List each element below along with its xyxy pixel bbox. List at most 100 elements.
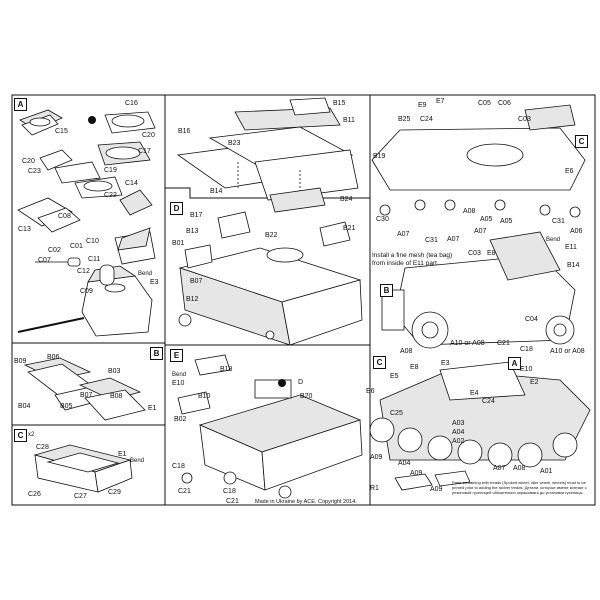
part-label: B22 xyxy=(265,232,278,239)
mesh-install-note: Install a fine mesh (tea bag) from insid… xyxy=(372,252,453,267)
part-label: A04 xyxy=(452,429,465,436)
part-label: A07 xyxy=(447,236,460,243)
copyright-footer: Made in Ukraine by ACE. Copyright 2014. xyxy=(255,499,357,505)
part-label: A09 xyxy=(370,454,383,461)
bend-note: Bend xyxy=(546,237,561,243)
part-label: A03 xyxy=(452,420,465,427)
part-label: A01 xyxy=(540,468,553,475)
part-label: C19 xyxy=(104,167,117,174)
part-label: B11 xyxy=(343,117,355,124)
part-label: E9 xyxy=(418,102,427,109)
part-label: C05 xyxy=(478,100,491,107)
panel-letter-e: E xyxy=(170,349,183,362)
part-label: B14 xyxy=(567,262,580,269)
part-label: B12 xyxy=(186,296,199,303)
part-label: C07 xyxy=(38,257,51,264)
part-label: B03 xyxy=(108,368,121,375)
part-label: E5 xyxy=(390,373,399,380)
part-label: C03 xyxy=(518,116,531,123)
part-label: R1 xyxy=(370,485,379,492)
part-label: E11 xyxy=(565,244,577,251)
part-label: B01 xyxy=(172,240,185,247)
callout-b: B xyxy=(380,284,393,297)
part-label: C11 xyxy=(88,256,101,263)
part-label: C18 xyxy=(520,346,533,353)
part-label: A10 or A08 xyxy=(550,348,585,355)
part-label: A08 xyxy=(463,208,476,215)
part-label: B23 xyxy=(228,140,241,147)
part-label: A06 xyxy=(570,228,583,235)
part-label: C10 xyxy=(86,238,99,245)
part-label: C29 xyxy=(108,489,121,496)
callout-markers xyxy=(88,116,286,387)
part-label: C20 xyxy=(22,158,35,165)
part-label: A02 xyxy=(452,438,465,445)
part-label: C24 xyxy=(482,398,495,405)
part-label: C21 xyxy=(178,488,191,495)
part-label: C01 xyxy=(70,243,83,250)
part-label: A08 xyxy=(513,465,526,472)
bend-note: Bend xyxy=(130,458,145,464)
marker-e1 xyxy=(278,379,286,387)
part-label: C24 xyxy=(420,116,433,123)
part-label: B21 xyxy=(343,225,356,232)
part-label: C14 xyxy=(125,180,138,187)
part-label: C15 xyxy=(55,128,68,135)
part-label: C12 xyxy=(77,268,90,275)
part-label: B17 xyxy=(190,212,203,219)
panel-letter-a: A xyxy=(14,98,27,111)
part-label: B10 xyxy=(198,393,211,400)
part-label: C21 xyxy=(497,340,510,347)
sheet-frame xyxy=(11,94,596,506)
part-label: C20 xyxy=(142,132,155,139)
part-label: B05 xyxy=(60,403,73,410)
right-top-drawing xyxy=(371,104,586,218)
part-label: B15 xyxy=(333,100,346,107)
part-label: B08 xyxy=(110,393,123,400)
part-label: C26 xyxy=(28,491,41,498)
part-label: B02 xyxy=(174,416,187,423)
panel-d-drawing xyxy=(178,211,363,346)
part-label: C28 xyxy=(36,444,49,451)
part-label: B09 xyxy=(14,358,27,365)
part-label: B18 xyxy=(220,366,233,373)
part-label: C13 xyxy=(18,226,31,233)
part-label: E10 xyxy=(520,366,533,373)
part-label: C18 xyxy=(172,463,185,470)
callout-a: A xyxy=(508,357,521,370)
part-label: E1 xyxy=(148,405,157,412)
panel-e-drawing xyxy=(177,354,363,499)
panel-c-drawing xyxy=(33,444,133,493)
part-label: C30 xyxy=(376,216,389,223)
part-label: A07 xyxy=(493,465,506,472)
part-label: E10 xyxy=(172,380,185,387)
part-label: C31 xyxy=(425,237,438,244)
part-label: B19 xyxy=(373,153,386,160)
callout-d: D xyxy=(298,379,304,386)
part-label: C03 xyxy=(468,250,481,257)
part-label: B20 xyxy=(300,393,313,400)
part-label: B14 xyxy=(210,188,223,195)
right-bottom-drawing xyxy=(369,231,591,491)
part-label: B16 xyxy=(178,128,191,135)
part-label: B06 xyxy=(47,354,60,361)
center-top-drawing xyxy=(176,97,359,213)
part-label: C16 xyxy=(125,100,138,107)
part-label: E7 xyxy=(436,98,445,105)
part-label: C04 xyxy=(525,316,538,323)
part-label: C27 xyxy=(74,493,87,500)
part-label: A05 xyxy=(480,216,493,223)
part-label: E8 xyxy=(487,250,496,257)
panel-b-drawing xyxy=(23,357,146,421)
bend-note: Bend xyxy=(138,271,153,277)
part-label: A07 xyxy=(474,228,487,235)
panel-letter-b: B xyxy=(150,347,163,360)
part-label: E6 xyxy=(366,388,375,395)
part-label: B25 xyxy=(398,116,411,123)
callout-c: C xyxy=(373,356,386,369)
callout-c-top: C xyxy=(575,135,588,148)
part-label: B04 xyxy=(18,403,31,410)
part-label: E4 xyxy=(470,390,479,397)
part-label: A09 xyxy=(430,486,443,493)
part-label: B24 xyxy=(340,196,353,203)
